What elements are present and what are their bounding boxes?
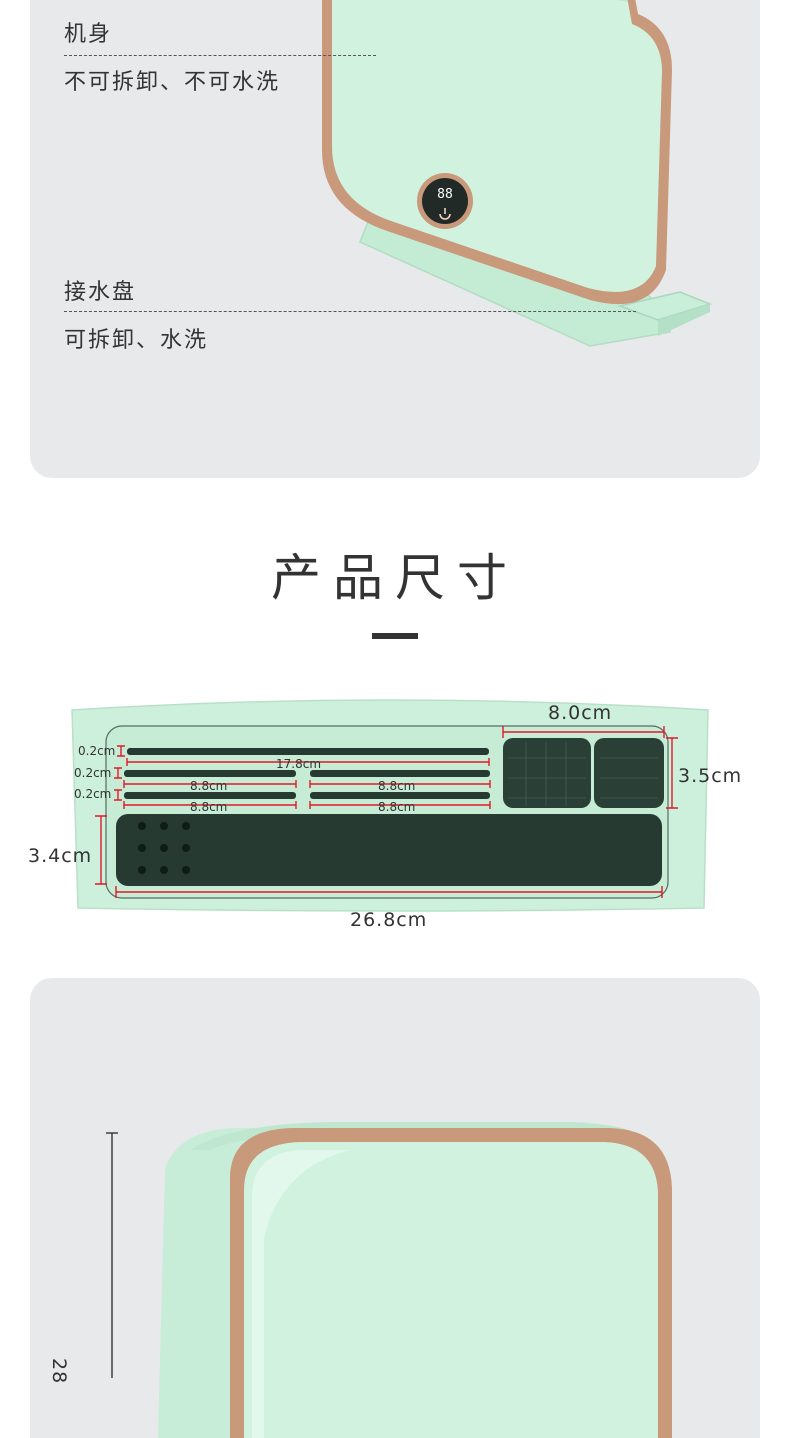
utensil-cup-right [594, 738, 664, 808]
knife-slot-right-1 [310, 770, 490, 777]
product-side-illustration: 88 [322, 0, 713, 347]
utensil-cup-left [503, 738, 591, 808]
tray-title: 接水盘 [64, 280, 137, 305]
dim-cup-width: 8.0cm [548, 702, 613, 724]
dimension-lines [95, 726, 678, 898]
control-display [422, 178, 468, 224]
knife-slot-long [127, 748, 489, 755]
product-front-illustration [106, 1122, 672, 1438]
section-title: 产品尺寸 [271, 549, 519, 607]
top-product-panel: 88 机身 不可拆卸、不可水洗 接水盘 可拆卸、水洗 [30, 0, 760, 478]
dim-width: 26.8cm [350, 909, 428, 931]
dim-cup-depth: 3.5cm [678, 765, 743, 787]
dim-slot-half-d: 8.8cm [378, 800, 416, 814]
knife-slot-left-2 [124, 792, 296, 799]
body-title: 机身 [64, 22, 113, 47]
body-description: 不可拆卸、不可水洗 [64, 70, 281, 95]
dim-slot-half-a: 8.8cm [190, 779, 228, 793]
top-view-diagram [71, 699, 709, 912]
section-title-underline [372, 633, 418, 639]
large-trough [116, 814, 662, 886]
tray-description: 可拆卸、水洗 [64, 328, 209, 353]
dim-slot-half-c: 8.8cm [190, 800, 228, 814]
dim-slot-long: 17.8cm [276, 757, 322, 771]
knife-slot-right-2 [310, 792, 490, 799]
display-digits: 88 [437, 187, 453, 202]
body-divider [64, 55, 376, 56]
power-icon [439, 208, 451, 220]
dim-slot-gap-1: 0.2cm [78, 744, 116, 758]
bottom-product-panel: 28 [30, 978, 760, 1438]
dim-height: 28 [48, 1358, 70, 1385]
dim-slot-gap-3: 0.2cm [74, 787, 112, 801]
knife-slot-left-1 [124, 770, 296, 777]
dim-slot-half-b: 8.8cm [378, 779, 416, 793]
drain-holes [138, 822, 190, 874]
dim-slot-gap-2: 0.2cm [74, 766, 112, 780]
tray-divider [64, 311, 636, 312]
dim-trough-depth: 3.4cm [28, 845, 93, 867]
